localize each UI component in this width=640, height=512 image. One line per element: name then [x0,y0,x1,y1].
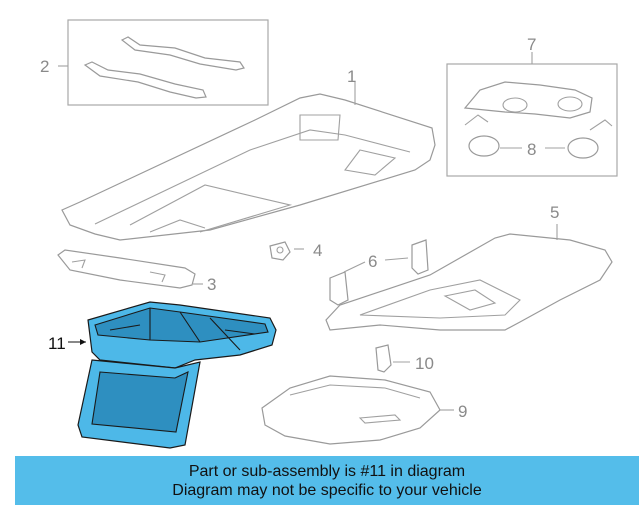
part-6-brackets [329,239,429,306]
part-1-headliner [61,93,436,241]
part-2-brackets [58,19,269,106]
callout-10: 10 [415,354,434,373]
callout-9: 9 [458,402,467,421]
part-10-bracket [375,344,392,373]
part-8-lamps [468,135,599,159]
part-9-console-box [261,375,441,445]
part-5-console [325,233,613,331]
callout-8: 8 [527,140,536,159]
callout-5: 5 [550,203,559,222]
callout-1: 1 [347,67,356,86]
callout-2: 2 [40,57,49,76]
part-11-overhead-monitor [77,301,277,449]
banner-line-1: Part or sub-assembly is #11 in diagram [188,462,466,480]
callout-3: 3 [207,275,216,294]
part-4-clip [269,241,291,261]
info-banner: Part or sub-assembly is #11 in diagram D… [15,456,639,505]
part-3-trim [57,249,196,289]
parts-diagram: 2 1 3 4 5 6 [40,19,618,449]
callout-6: 6 [368,252,377,271]
part-7-lamp-assembly [446,63,618,177]
callout-7: 7 [527,35,536,54]
banner-line-2: Diagram may not be specific to your vehi… [172,481,482,499]
callout-4: 4 [313,241,322,260]
callout-11: 11 [48,334,66,353]
